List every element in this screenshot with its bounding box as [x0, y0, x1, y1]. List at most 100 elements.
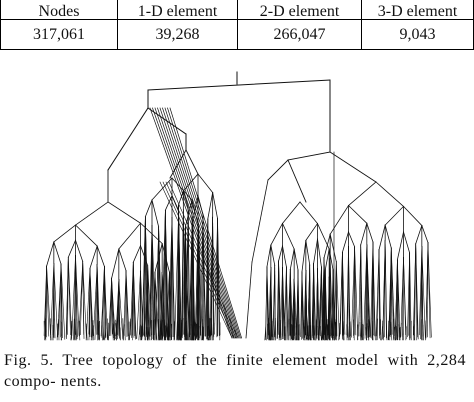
tree-edge	[305, 223, 319, 242]
tree-edge	[202, 214, 207, 336]
tree-edge	[168, 181, 239, 339]
tree-edge	[118, 248, 127, 272]
tree-edge	[401, 322, 403, 341]
tree-edge	[265, 266, 268, 337]
value-nodes: 317,061	[0, 19, 118, 50]
tree-edge	[382, 326, 385, 341]
tree-edge	[118, 222, 142, 250]
tree-edge	[366, 244, 371, 338]
value-2d-element: 266,047	[237, 19, 362, 50]
tree-edge	[165, 181, 237, 339]
tree-edge	[289, 248, 295, 270]
tree-edge	[67, 239, 77, 258]
tree-edge	[421, 225, 429, 243]
tree-edge	[329, 151, 377, 183]
tree-edge	[86, 268, 91, 336]
tree-edge	[147, 265, 152, 336]
tree-edge	[421, 246, 426, 338]
tree-edge	[313, 263, 317, 340]
tree-edge	[53, 263, 58, 338]
tree-edge	[145, 216, 147, 335]
tree-edge	[207, 192, 214, 220]
tree-edge	[286, 266, 289, 338]
tree-edge	[287, 151, 331, 161]
tree-edge	[71, 255, 76, 336]
tree-edge	[162, 107, 239, 339]
tree-edge	[82, 261, 87, 338]
tree-edge	[402, 205, 423, 227]
tree-edge	[58, 263, 62, 335]
tree-edge	[341, 231, 349, 253]
tree-edge	[351, 246, 355, 338]
tree-edge	[182, 209, 184, 336]
tree-edge	[414, 243, 417, 336]
tree-edge	[305, 327, 308, 341]
tree-edge	[164, 107, 240, 339]
tree-edge	[182, 190, 189, 209]
tree-edge	[75, 255, 80, 337]
tree-edge	[195, 323, 197, 341]
header-nodes: Nodes	[0, 0, 118, 20]
tree-structure	[43, 71, 432, 341]
tree-edge	[52, 318, 55, 341]
tree-edge	[375, 181, 405, 207]
tree-edge	[91, 320, 94, 341]
tree-edge	[50, 263, 55, 338]
tree-edge	[384, 240, 386, 338]
tree-edge	[73, 318, 75, 341]
tree-edge	[347, 231, 356, 248]
tree-edge	[305, 270, 308, 335]
tree-edge	[395, 326, 397, 341]
tree-edge	[147, 79, 331, 91]
tree-edge	[193, 321, 195, 341]
tree-edge	[354, 246, 357, 336]
tree-edge	[89, 268, 94, 336]
header-2d-element: 2-D element	[237, 0, 362, 20]
tree-edge	[114, 319, 116, 341]
tree-edge	[129, 318, 131, 341]
tree-edge	[180, 322, 182, 341]
tree-edge	[178, 204, 182, 336]
header-1d-element: 1-D element	[117, 0, 238, 20]
tree-edge	[186, 320, 188, 341]
tree-edge	[211, 216, 213, 336]
tree-edge	[104, 327, 107, 341]
tree-edge	[283, 266, 287, 336]
tree-edge	[384, 240, 388, 340]
tree-edge	[159, 181, 233, 339]
tree-edge	[107, 107, 149, 171]
tree-edge	[46, 265, 51, 335]
tree-edge	[53, 241, 62, 265]
tree-edge	[71, 320, 73, 341]
tree-edge	[347, 181, 377, 207]
tree-edge	[360, 244, 363, 340]
tree-edge	[378, 224, 386, 251]
tree-edge	[287, 159, 307, 203]
tree-edge	[206, 325, 209, 341]
tree-edge	[293, 248, 299, 271]
tree-edge	[159, 107, 238, 339]
tree-edge	[309, 325, 312, 341]
tree-edge	[307, 325, 309, 341]
tree-edge	[329, 258, 333, 335]
tree-edge	[101, 266, 105, 338]
tree-edge	[53, 224, 77, 243]
value-1d-element: 39,268	[117, 19, 238, 50]
tree-edge	[82, 261, 85, 339]
tree-edge	[324, 248, 330, 271]
table-value-row: 317,061 39,268 266,047 9,043	[0, 19, 474, 50]
tree-edge	[151, 177, 173, 201]
tree-edge	[207, 218, 210, 338]
tree-edge	[313, 238, 318, 264]
tree-edge	[348, 246, 351, 336]
tree-edge	[251, 179, 269, 263]
tree-edge	[171, 217, 176, 340]
statistics-table: Nodes 1-D element 2-D element 3-D elemen…	[0, 0, 474, 50]
tree-edge	[217, 218, 221, 336]
tree-edge	[278, 245, 283, 262]
tree-edge	[281, 222, 295, 250]
tree-edge	[360, 222, 368, 246]
tree-edge	[96, 245, 105, 267]
tree-edge	[169, 149, 187, 179]
tree-edge	[144, 199, 153, 218]
